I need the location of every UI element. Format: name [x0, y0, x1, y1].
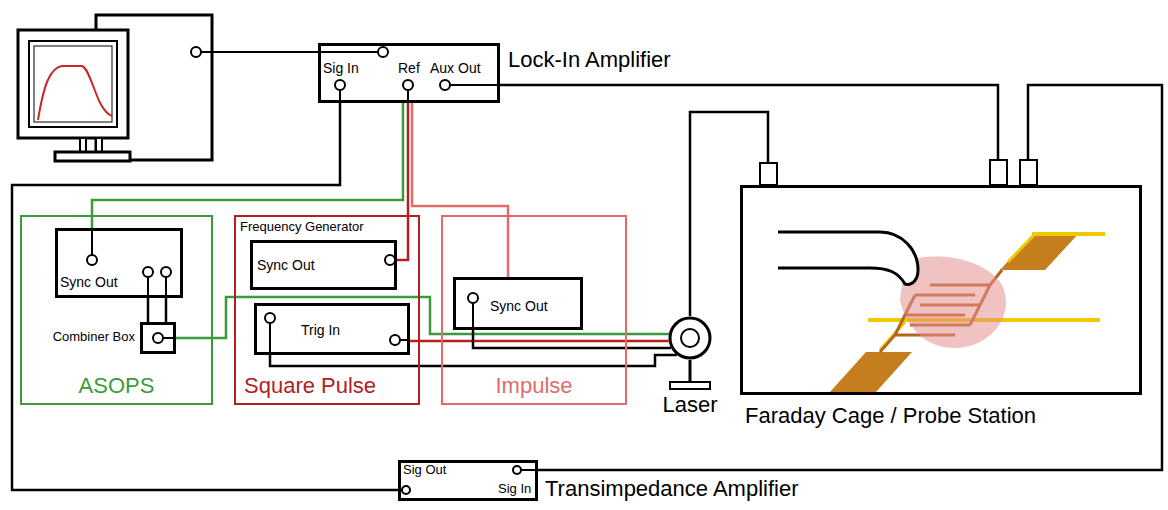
monitor-frame [18, 30, 128, 138]
port-label: Sync Out [257, 257, 315, 273]
signal-wire [165, 298, 168, 322]
group-frame: Frequency GeneratorSquare Pulse Sync OutT… [234, 215, 420, 405]
port-circle [402, 486, 410, 494]
port-stub [269, 323, 271, 355]
port-circle [265, 313, 275, 323]
port-circle [335, 80, 345, 90]
port-label: Sig In [498, 482, 531, 497]
instrument-box: Sync Out [250, 240, 397, 290]
laser-outline [668, 316, 712, 360]
instrument-box: Sig OutSig InTransimpedance Amplifier [398, 460, 538, 501]
monitor-base [55, 152, 130, 161]
signal-wire [270, 355, 677, 366]
feedthrough [1020, 160, 1037, 185]
monitor-screen [34, 46, 112, 122]
gold-wire [1008, 234, 1035, 262]
port-circle [440, 80, 450, 90]
port-circle [378, 47, 388, 57]
device-label: Combiner Box [53, 330, 135, 345]
port-label: Sig In [323, 60, 359, 76]
feedthrough [760, 163, 777, 185]
laser-head: Laser [668, 316, 712, 360]
instrument-box: Sync Out [55, 228, 183, 298]
probe-station-box: Faraday Cage / Probe Station [740, 185, 1142, 395]
signal-wire [92, 103, 403, 228]
port-label: Sync Out [60, 274, 118, 290]
signal-wire [410, 340, 669, 343]
laser-stand [689, 360, 692, 382]
device-label: Frequency Generator [240, 220, 364, 235]
combiner-box: Combiner Box [140, 322, 176, 354]
electrode-pad [830, 352, 912, 392]
port-circle [191, 47, 201, 57]
monitor-stand [96, 138, 102, 152]
signal-wire [500, 85, 998, 185]
group-label: Square Pulse [244, 373, 376, 398]
instrument-box: Sync Out [453, 277, 583, 330]
signal-wire [412, 103, 508, 277]
port-circle [87, 255, 97, 265]
port-label: Aux Out [430, 60, 481, 76]
instrument-label: Lock-In Amplifier [508, 47, 671, 72]
signal-wire [690, 112, 768, 316]
instrument-label: Transimpedance Amplifier [545, 476, 799, 501]
instrument-box: Trig In [254, 303, 410, 355]
signal-wire [176, 297, 669, 338]
device-label: Laser [662, 392, 717, 417]
signal-curve [38, 66, 112, 120]
signal-wire [473, 330, 671, 348]
probe-tip [778, 232, 918, 284]
port-label: Ref [398, 60, 420, 76]
monitor-stand [80, 138, 86, 152]
laser-aperture [681, 329, 699, 347]
gold-wire [1032, 232, 1105, 236]
port-stub [165, 277, 167, 298]
feedthrough [990, 160, 1007, 185]
port-stub [147, 277, 149, 298]
port-label: Trig In [301, 322, 340, 338]
group-frame: Impulse Sync Out [441, 215, 627, 405]
port-stub [91, 228, 93, 255]
port-label: Sync Out [490, 298, 548, 314]
group-label: Impulse [495, 373, 572, 398]
port-circle [403, 80, 413, 90]
port-circle [513, 466, 521, 474]
port-circle [153, 333, 163, 343]
laser-body [670, 318, 710, 358]
port-circle [143, 267, 153, 277]
device-label: Faraday Cage / Probe Station [745, 403, 1036, 428]
port-circle [385, 255, 395, 265]
port-label: Sig Out [403, 463, 446, 478]
port-stub [450, 84, 500, 86]
computer-wire [201, 51, 378, 53]
instrument-box: Sig InRefAux OutLock-In Amplifier [318, 43, 500, 103]
port-circle [390, 335, 400, 345]
signal-wire [147, 298, 150, 322]
monitor-screen [29, 41, 117, 127]
signal-wire [538, 85, 1162, 470]
electrode-pad [1000, 232, 1080, 270]
signal-wire [397, 103, 408, 260]
group-label: ASOPS [79, 373, 155, 398]
port-stub [472, 303, 474, 330]
laser-base [670, 382, 710, 389]
port-circle [468, 293, 478, 303]
port-circle [161, 267, 171, 277]
group-frame: ASOPS Sync OutCombiner Box [20, 215, 213, 405]
